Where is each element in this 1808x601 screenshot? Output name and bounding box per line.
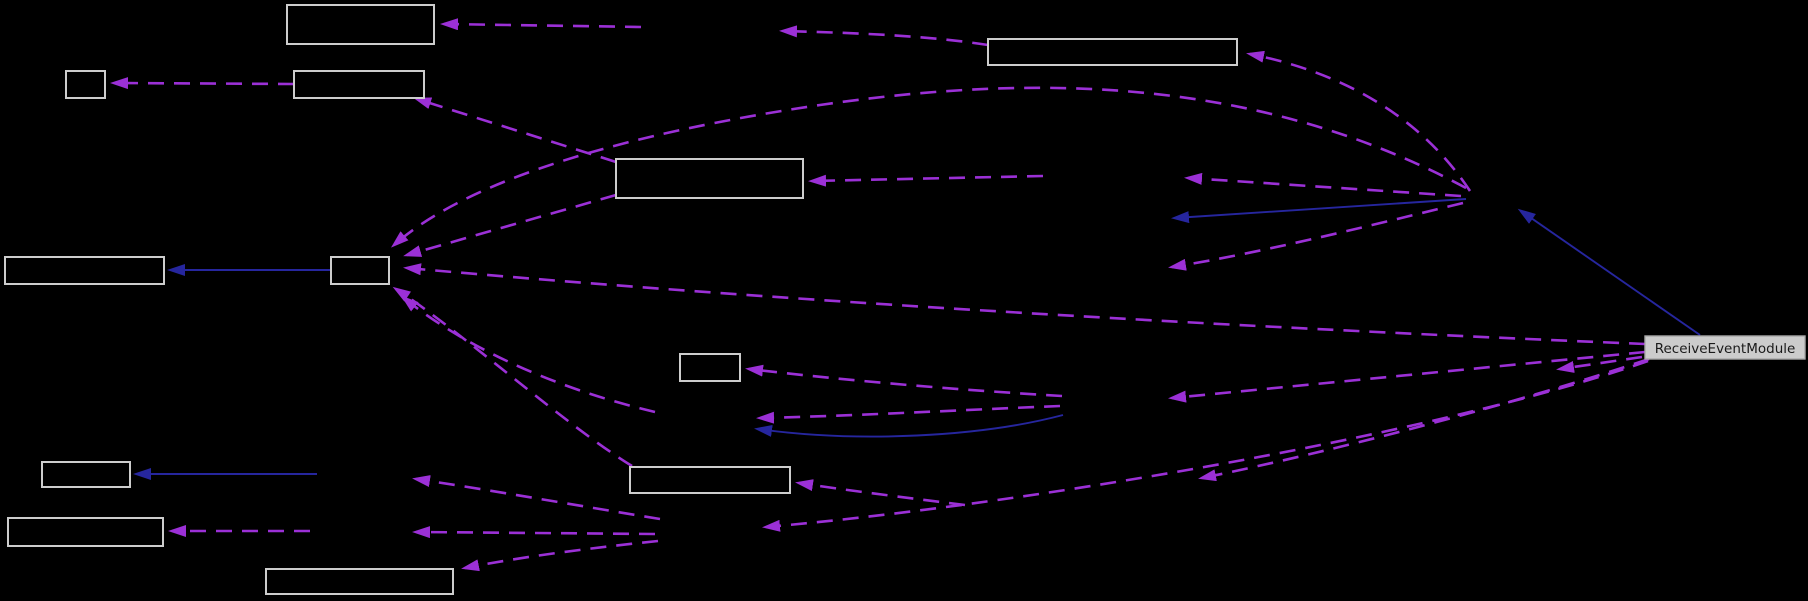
node-1[interactable] [286,4,435,45]
node-10[interactable] [265,568,454,595]
edge-rem-box6 [403,263,1646,346]
node-5[interactable] [4,256,165,285]
edge-hub-box6-arc [390,86,1467,248]
edges-solid [133,198,1701,480]
edge-hub-hidden-2 [1168,201,1464,271]
receive-event-module-box[interactable] [1644,335,1806,360]
edge-rem-hidden-1 [1168,350,1646,403]
node-2[interactable] [65,70,106,99]
edges-dashed [110,18,1650,572]
edge-hidden-box1 [440,18,642,31]
edge-rem-hidden-3 [1198,357,1650,482]
nodes: ReceiveEventModule [4,4,1806,595]
node-receive-event-module[interactable]: ReceiveEventModule [1644,335,1806,360]
edge-hub2-hidden-2 [412,526,656,539]
node-4[interactable] [615,158,804,199]
edge-rem-hub2 [762,359,1649,532]
edge-hidden-hidden-solid [754,414,1064,438]
node-3[interactable] [293,70,425,99]
edge-box12-hidden [779,25,989,47]
edge-hidden-box6 [400,295,656,414]
edge-box4-box6 [403,193,617,257]
node-9[interactable] [7,517,164,547]
edge-hub-hidden-1 [1184,172,1462,198]
edge-hub-box12 [1246,50,1472,192]
node-7[interactable] [679,353,741,382]
edge-hidden-box7 [745,364,1063,398]
edge-rem-hub-solid [1517,208,1701,336]
edge-hidden-hidden-mid [756,404,1061,424]
edge-hub2-box10 [461,539,659,572]
edge-box11-box6 [392,286,633,468]
receive-event-module-label: ReceiveEventModule [1655,341,1796,357]
edge-box3-box2 [110,77,295,90]
edge-rem-hidden-2 [1556,355,1643,373]
node-8[interactable] [41,461,131,488]
edge-hub2-hidden-1 [412,475,661,521]
node-12[interactable] [987,38,1238,66]
node-6[interactable] [330,256,390,285]
edge-hub-hidden-solid [1171,198,1467,224]
edge-hidden-box11 [795,479,966,507]
edge-hidden-box4 [808,174,1044,187]
node-11[interactable] [629,466,791,494]
edge-box4-box3 [413,97,617,164]
